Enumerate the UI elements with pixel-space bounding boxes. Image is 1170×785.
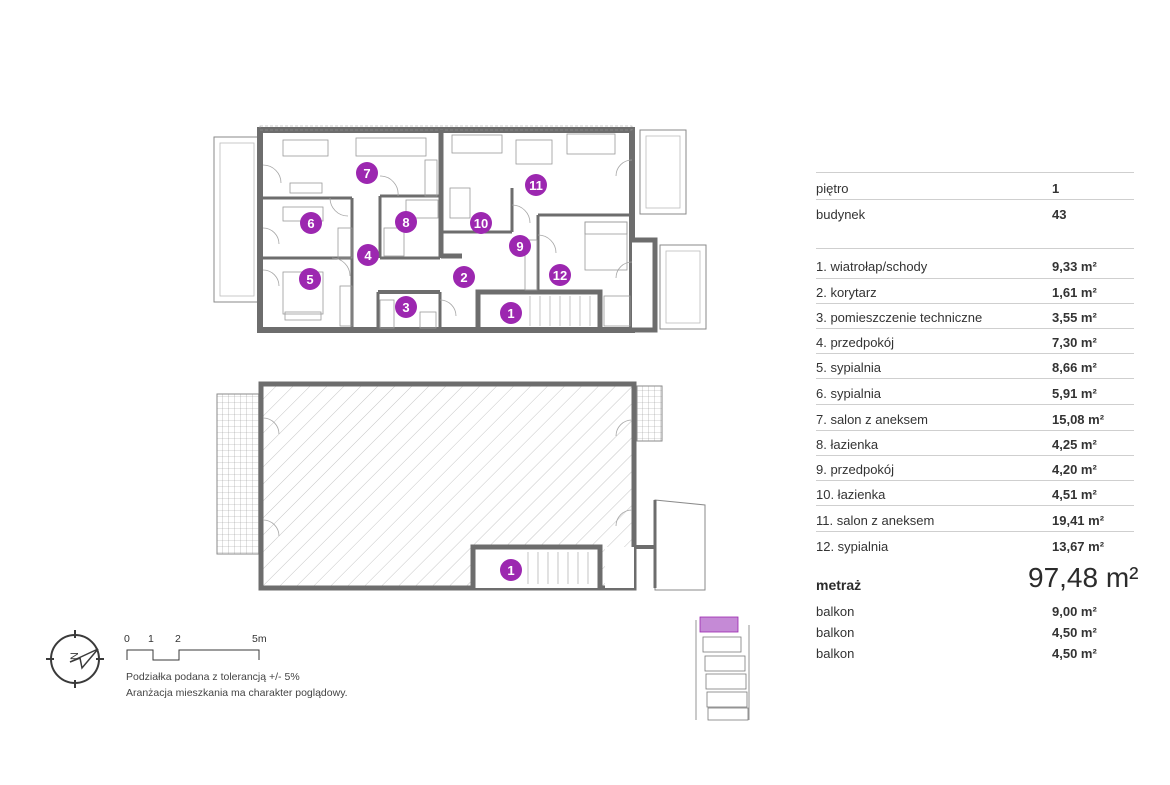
floor-value: 1 bbox=[1052, 181, 1060, 196]
room-marker-1: 1 bbox=[500, 302, 522, 324]
floor-label: piętro bbox=[816, 181, 849, 196]
balcony-left bbox=[213, 136, 261, 303]
room-marker-8: 8 bbox=[395, 211, 417, 233]
room-marker-6: 6 bbox=[300, 212, 322, 234]
svg-text:8: 8 bbox=[402, 215, 409, 230]
balcony-right-top bbox=[639, 129, 687, 215]
svg-text:3: 3 bbox=[402, 300, 409, 315]
scale-label-1: 1 bbox=[148, 633, 154, 645]
key-plan bbox=[695, 616, 750, 721]
room-marker-9: 9 bbox=[509, 235, 531, 257]
building-label: budynek bbox=[816, 207, 866, 222]
room-marker-3: 3 bbox=[395, 296, 417, 318]
compass-icon: N bbox=[46, 630, 104, 688]
svg-text:N: N bbox=[69, 652, 81, 660]
tolerance-note: Podziałka podana z tolerancją +/- 5% bbox=[126, 671, 300, 683]
floor-plan: 1 2 3 4 5 6 7 8 9 10 11 12 1 N bbox=[46, 125, 750, 721]
svg-text:12: 12 bbox=[553, 268, 567, 283]
total-area-value: 97,48 m² bbox=[1028, 562, 1139, 593]
room-marker-5: 5 bbox=[299, 268, 321, 290]
room-marker-7: 7 bbox=[356, 162, 378, 184]
terrace-right-bottom bbox=[654, 499, 706, 591]
room-marker-4: 4 bbox=[357, 244, 379, 266]
scale-label-2: 2 bbox=[175, 633, 181, 645]
total-area-label: metraż bbox=[816, 577, 862, 593]
svg-text:5: 5 bbox=[306, 272, 313, 287]
room-marker-11: 11 bbox=[525, 174, 547, 196]
room-marker-12: 12 bbox=[549, 264, 571, 286]
scale-label-0: 0 bbox=[124, 633, 130, 645]
svg-text:11: 11 bbox=[529, 178, 543, 193]
scale-bar bbox=[126, 649, 260, 661]
room-marker-1-lower: 1 bbox=[500, 559, 522, 581]
svg-text:6: 6 bbox=[307, 216, 314, 231]
terrace-left bbox=[216, 393, 263, 555]
upper-floor-plan bbox=[213, 125, 707, 333]
arrangement-note: Aranżacja mieszkania ma charakter pogląd… bbox=[126, 687, 348, 699]
svg-text:1: 1 bbox=[507, 306, 514, 321]
room-marker-10: 10 bbox=[470, 212, 492, 234]
room-marker-2: 2 bbox=[453, 266, 475, 288]
balcony-right-bottom bbox=[659, 244, 707, 330]
building-value: 43 bbox=[1052, 207, 1067, 222]
svg-text:4: 4 bbox=[364, 248, 372, 263]
lower-floor-plan bbox=[216, 381, 706, 591]
svg-text:10: 10 bbox=[474, 216, 488, 231]
scale-label-5m: 5m bbox=[252, 633, 267, 645]
svg-text:9: 9 bbox=[516, 239, 523, 254]
room-markers: 1 2 3 4 5 6 7 8 9 10 11 12 1 bbox=[299, 162, 571, 581]
svg-text:2: 2 bbox=[460, 270, 467, 285]
svg-text:7: 7 bbox=[363, 166, 370, 181]
terrace-right-top bbox=[636, 385, 663, 442]
svg-text:1: 1 bbox=[507, 563, 514, 578]
